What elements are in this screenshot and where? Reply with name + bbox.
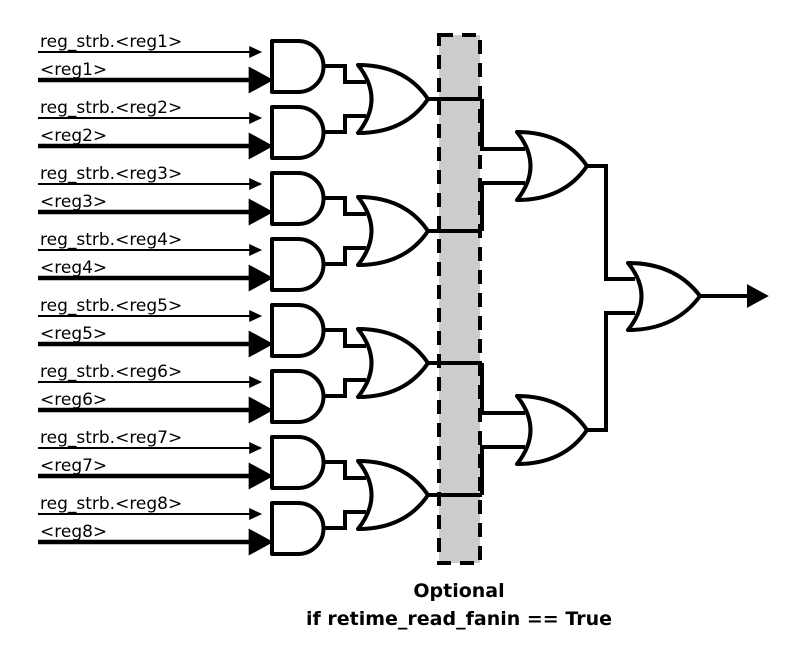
or-gate-final [626,261,702,332]
connector-and6-or3 [323,378,366,398]
strobe-label-3: reg_strb.<reg3> [40,164,182,184]
data-label-4: <reg4> [40,258,107,278]
connector-and3-or2 [323,196,366,216]
data-label-6: <reg6> [40,390,107,410]
input-pair-8: reg_strb.<reg8> <reg8> [38,494,274,556]
input-pair-2: reg_strb.<reg2> <reg2> [38,98,274,160]
connector-and4-or2 [323,246,366,266]
and-gate-2 [270,105,326,160]
strobe-label-8: reg_strb.<reg8> [40,494,182,514]
input-pair-3: reg_strb.<reg3> <reg3> [38,164,274,226]
or-gate-l1-2 [356,195,430,267]
connector-and5-or3 [323,328,366,348]
and-gate-3 [270,171,326,226]
connector-or3-orB [480,363,525,415]
input-pair-1: reg_strb.<reg1> <reg1> [38,32,274,94]
data-label-2: <reg2> [40,126,107,146]
and-gate-8 [270,501,326,556]
strobe-label-6: reg_strb.<reg6> [40,362,182,382]
or-gate-l2-upper [515,130,589,202]
or-gate-l1-4 [356,459,430,531]
and-gate-4 [270,237,326,292]
caption-line-2: if retime_read_fanin == True [306,608,612,630]
input-pair-6: reg_strb.<reg6> <reg6> [38,362,274,424]
connector-orB-final [585,311,635,432]
connector-and8-or4 [323,510,366,530]
data-label-5: <reg5> [40,324,107,344]
data-label-3: <reg3> [40,192,107,212]
connector-and2-or1 [323,114,366,134]
strobe-label-5: reg_strb.<reg5> [40,296,182,316]
connector-and7-or4 [323,460,366,480]
and-gate-1 [270,39,326,94]
input-pair-7: reg_strb.<reg7> <reg7> [38,428,274,490]
connector-or4-orB [480,445,525,495]
connector-orA-final [585,164,635,281]
data-label-1: <reg1> [40,60,107,80]
connector-or1-orA [480,99,525,151]
or-gate-l1-1 [356,63,430,135]
strobe-label-1: reg_strb.<reg1> [40,32,182,52]
data-label-8: <reg8> [40,522,107,542]
data-label-7: <reg7> [40,456,107,476]
input-pair-4: reg_strb.<reg4> <reg4> [38,230,274,292]
caption-line-1: Optional [413,580,504,602]
strobe-label-7: reg_strb.<reg7> [40,428,182,448]
connector-and1-or1 [323,64,366,84]
strobe-label-4: reg_strb.<reg4> [40,230,182,250]
input-pair-5: reg_strb.<reg5> <reg5> [38,296,274,358]
connector-or2-orA [480,181,525,231]
and-gate-7 [270,435,326,490]
or-gate-l1-3 [356,327,430,399]
strobe-label-2: reg_strb.<reg2> [40,98,182,118]
and-gate-6 [270,369,326,424]
optional-retime-box [437,33,482,565]
and-gate-5 [270,303,326,358]
or-gate-l2-lower [515,394,589,466]
